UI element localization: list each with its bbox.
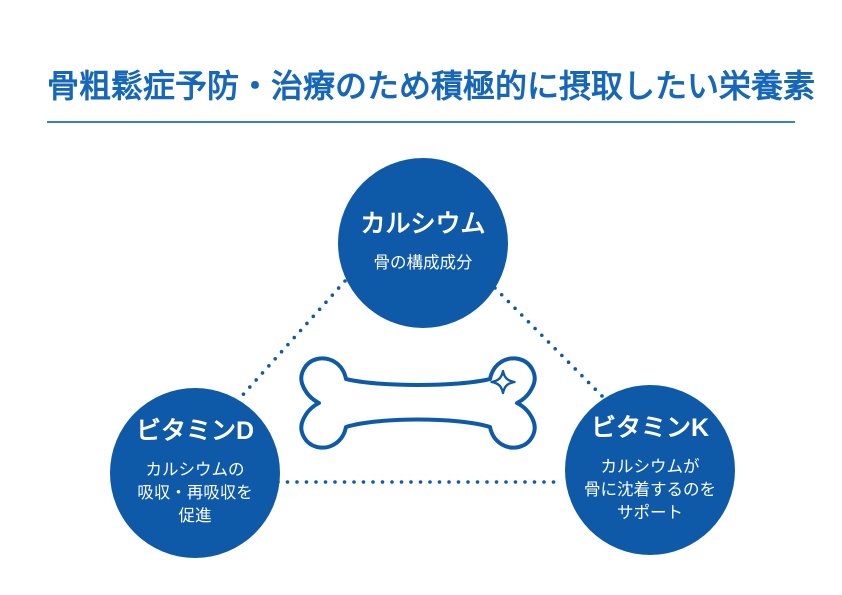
node-vitamin-d-description: カルシウムの 吸収・再吸収を 促進 bbox=[137, 459, 253, 528]
node-calcium-heading: カルシウム bbox=[360, 210, 486, 239]
dotted-line-calcium-vitamin-k bbox=[493, 286, 604, 398]
node-vitamin-k-heading: ビタミンK bbox=[590, 414, 710, 443]
node-vitamin-k-description-line: カルシウムが bbox=[600, 457, 700, 476]
page-title: 骨粗鬆症予防・治療のため積極的に摂取したい栄養素 bbox=[47, 68, 816, 104]
node-vitamin-k-description-line: サポート bbox=[617, 503, 683, 522]
node-vitamin-k-description-line: 骨に沈着するのを bbox=[584, 480, 716, 499]
bone-icon bbox=[299, 356, 537, 450]
node-vitamin-d-description-line: カルシウムの bbox=[145, 460, 245, 479]
node-calcium-description-line: 骨の構成成分 bbox=[373, 253, 473, 272]
bone-outline bbox=[299, 356, 537, 450]
node-vitamin-k-description: カルシウムが 骨に沈着するのを サポート bbox=[584, 456, 716, 525]
sparkle-icon bbox=[490, 369, 516, 395]
node-calcium: カルシウム 骨の構成成分 bbox=[338, 158, 508, 328]
title-underline bbox=[47, 121, 795, 123]
node-vitamin-d-description-line: 吸収・再吸収を bbox=[137, 483, 253, 502]
node-vitamin-k: ビタミンK カルシウムが 骨に沈着するのを サポート bbox=[565, 385, 735, 555]
node-calcium-description: 骨の構成成分 bbox=[374, 252, 473, 275]
node-vitamin-d-heading: ビタミンD bbox=[135, 417, 255, 446]
node-vitamin-d-description-line: 促進 bbox=[178, 506, 212, 525]
node-vitamin-d: ビタミンD カルシウムの 吸収・再吸収を 促進 bbox=[110, 388, 280, 558]
header: 骨粗鬆症予防・治療のため積極的に摂取したい栄養素 bbox=[47, 66, 816, 108]
